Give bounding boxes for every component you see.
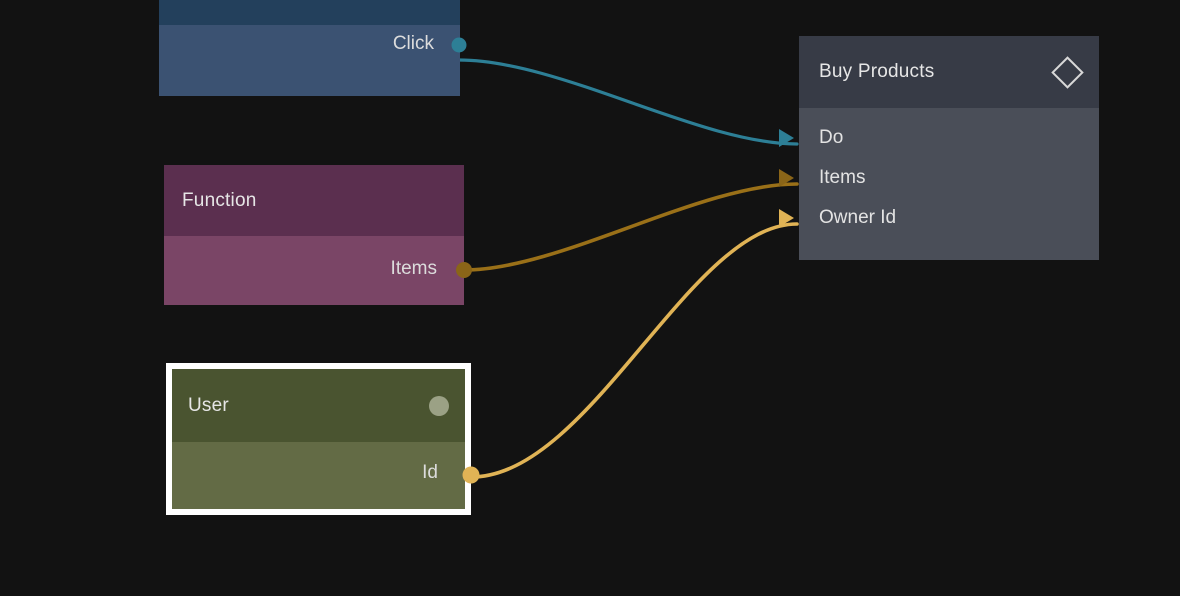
wire-click-to-do bbox=[457, 58, 799, 146]
input-pin-label-do: Do bbox=[819, 127, 844, 148]
output-pin-label-items: Items bbox=[390, 258, 437, 279]
node-action-title: Buy Products bbox=[819, 61, 935, 82]
status-dot-icon bbox=[429, 395, 449, 416]
node-action[interactable]: Buy Products Do Items Owner Id bbox=[779, 36, 1099, 260]
input-pin-row-owner-id[interactable]: Owner Id bbox=[779, 198, 1099, 238]
wire-id-to-owner-id bbox=[469, 222, 799, 479]
node-user-header[interactable]: User bbox=[172, 369, 465, 442]
node-event-body: Click bbox=[159, 25, 467, 96]
input-pin-arrow-do[interactable] bbox=[779, 129, 794, 147]
node-action-header[interactable]: Buy Products bbox=[799, 36, 1099, 108]
wire-items-to-items bbox=[462, 182, 799, 272]
output-pin-row-id[interactable]: Id bbox=[422, 462, 447, 484]
node-action-body: Do Items Owner Id bbox=[779, 108, 1099, 260]
node-user[interactable]: User Id bbox=[166, 363, 480, 515]
node-user-title: User bbox=[188, 394, 229, 416]
output-pin-dot-click[interactable] bbox=[451, 37, 467, 53]
input-pin-arrow-owner-id[interactable] bbox=[779, 209, 794, 227]
node-function-title: Function bbox=[182, 189, 257, 211]
node-function-header[interactable]: Function bbox=[164, 165, 464, 236]
input-pin-row-do[interactable]: Do bbox=[779, 118, 1099, 158]
input-pin-label-owner-id: Owner Id bbox=[819, 207, 897, 228]
node-function[interactable]: Function Items bbox=[164, 165, 472, 305]
output-pin-label-id: Id bbox=[422, 462, 438, 483]
input-pin-arrow-items[interactable] bbox=[779, 169, 794, 187]
input-pin-label-items: Items bbox=[819, 167, 866, 188]
node-event[interactable]: Click bbox=[159, 0, 467, 96]
input-pin-row-items[interactable]: Items bbox=[779, 158, 1099, 198]
node-function-body: Items bbox=[164, 236, 472, 305]
node-event-header[interactable] bbox=[159, 0, 460, 25]
output-pin-row-items[interactable]: Items bbox=[391, 258, 446, 280]
diamond-icon bbox=[1051, 55, 1084, 89]
output-pin-label-click: Click bbox=[392, 33, 434, 54]
output-pin-dot-id[interactable] bbox=[462, 466, 480, 484]
node-user-body: Id bbox=[172, 442, 480, 509]
output-pin-row-click[interactable]: Click bbox=[393, 33, 443, 55]
output-pin-dot-items[interactable] bbox=[456, 262, 472, 278]
